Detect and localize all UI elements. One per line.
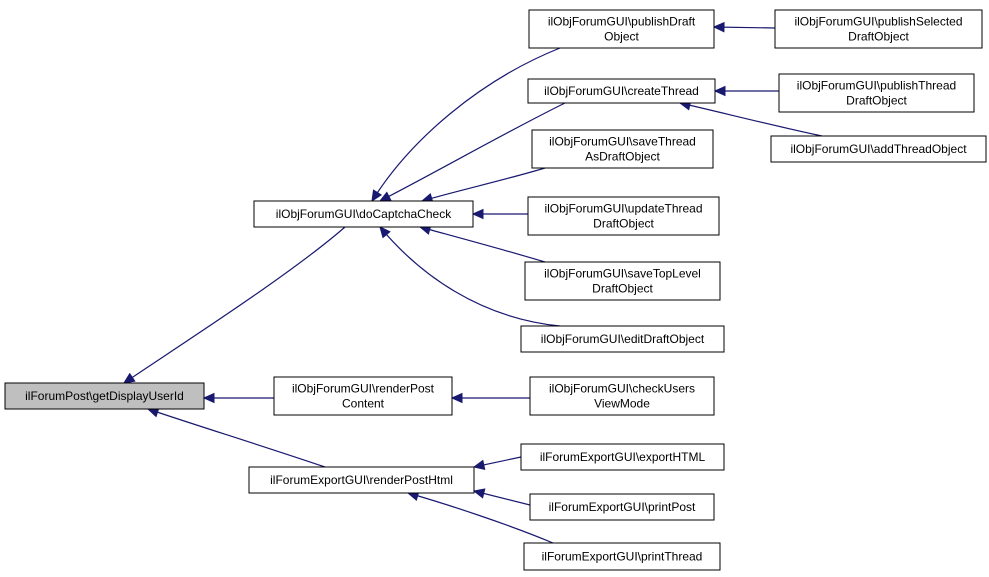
- node-label: ilObjForumGUI\updateThread: [544, 202, 702, 216]
- node-label: Content: [342, 397, 385, 411]
- edge-checkUsersViewMode-to-renderPostContent: [450, 392, 530, 404]
- node-box: [273, 376, 453, 416]
- edge-arrowhead: [379, 226, 391, 239]
- node-box: [524, 261, 721, 301]
- edge-line: [421, 167, 546, 202]
- edge-publishSelectedDraftObject-to-publishDraftObject: [712, 21, 776, 33]
- edge-saveTopLevelDraftObject-to-doCaptchaCheck: [418, 224, 546, 263]
- edge-line: [419, 226, 546, 263]
- node-createThread[interactable]: ilObjForumGUI\createThread: [527, 78, 716, 104]
- node-label: ilForumPost\getDisplayUserId: [25, 389, 184, 403]
- node-box: [774, 9, 983, 49]
- node-box: [529, 493, 715, 521]
- edge-line: [147, 408, 326, 468]
- edge-line: [371, 47, 561, 202]
- node-label: ilObjForumGUI\createThread: [544, 84, 699, 98]
- edge-arrowhead: [371, 189, 383, 203]
- node-label: ilObjForumGUI\renderPost: [292, 382, 435, 396]
- edge-doCaptchaCheck-to-root: [122, 226, 346, 384]
- node-box: [253, 200, 474, 228]
- edge-line: [407, 492, 554, 544]
- node-box: [527, 78, 716, 104]
- node-root[interactable]: ilForumPost\getDisplayUserId: [4, 382, 205, 410]
- node-box: [520, 443, 725, 471]
- node-label: ilObjForumGUI\saveThread: [549, 135, 696, 149]
- node-label: ilObjForumGUI\publishThread: [797, 79, 956, 93]
- edge-arrowhead: [450, 392, 463, 404]
- edge-arrowhead: [122, 372, 136, 384]
- node-label: ilObjForumGUI\doCaptchaCheck: [276, 207, 452, 221]
- edge-renderPostContent-to-root: [202, 392, 274, 404]
- node-box: [531, 129, 714, 169]
- node-box: [523, 542, 721, 571]
- edges-layer: [122, 21, 823, 544]
- node-box: [529, 376, 715, 416]
- edge-line: [123, 226, 346, 384]
- node-label: ilObjForumGUI\saveTopLevel: [544, 267, 701, 281]
- edge-editDraftObject-to-doCaptchaCheck: [379, 226, 561, 327]
- node-renderPostHtml[interactable]: ilForumExportGUI\renderPostHtml: [248, 466, 475, 494]
- node-label: DraftObject: [593, 217, 654, 231]
- node-doCaptchaCheck[interactable]: ilObjForumGUI\doCaptchaCheck: [253, 200, 474, 228]
- edge-line: [379, 226, 561, 327]
- edge-printPost-to-renderPostHtml: [472, 488, 531, 506]
- node-editDraftObject[interactable]: ilObjForumGUI\editDraftObject: [520, 325, 725, 353]
- node-label: ilForumExportGUI\printThread: [542, 550, 703, 564]
- node-exportHTML[interactable]: ilForumExportGUI\exportHTML: [520, 443, 725, 471]
- edge-line: [679, 102, 823, 137]
- edge-arrowhead: [712, 21, 725, 33]
- edge-arrowhead: [202, 392, 215, 404]
- node-box: [520, 325, 725, 353]
- node-label: ilObjForumGUI\addThreadObject: [790, 142, 967, 156]
- node-label: ilForumExportGUI\printPost: [549, 500, 696, 514]
- node-label: ilObjForumGUI\editDraftObject: [541, 332, 705, 346]
- node-label: DraftObject: [592, 282, 653, 296]
- node-box: [248, 466, 475, 494]
- node-label: DraftObject: [848, 30, 909, 44]
- node-box: [527, 196, 720, 236]
- edge-arrowhead: [378, 191, 392, 202]
- edge-arrowhead: [471, 208, 484, 220]
- node-addThreadObject[interactable]: ilObjForumGUI\addThreadObject: [770, 135, 987, 163]
- node-printPost[interactable]: ilForumExportGUI\printPost: [529, 493, 715, 521]
- node-box: [4, 382, 205, 410]
- edge-saveThreadAsDraftObject-to-doCaptchaCheck: [420, 167, 546, 204]
- edge-arrowhead: [472, 488, 486, 499]
- node-label: ViewMode: [594, 397, 650, 411]
- edge-updateThreadDraftObject-to-doCaptchaCheck: [471, 208, 528, 220]
- node-label: ilForumExportGUI\exportHTML: [540, 450, 706, 464]
- edge-exportHTML-to-renderPostHtml: [472, 456, 522, 470]
- node-box: [770, 135, 987, 163]
- node-box: [778, 73, 975, 113]
- nodes-layer: ilForumPost\getDisplayUserId ilObjForumGU…: [4, 9, 987, 571]
- node-printThread[interactable]: ilForumExportGUI\printThread: [523, 542, 721, 571]
- edge-publishDraftObject-to-doCaptchaCheck: [371, 47, 561, 203]
- edge-publishThreadDraftObject-to-createThread: [713, 85, 779, 97]
- edge-arrowhead: [713, 85, 726, 97]
- node-label: Object: [604, 30, 639, 44]
- edge-arrowhead: [472, 459, 486, 470]
- node-label: ilObjForumGUI\publishDraft: [548, 15, 696, 29]
- node-label: ilForumExportGUI\renderPostHtml: [270, 473, 453, 487]
- node-label: AsDraftObject: [585, 150, 660, 164]
- node-box: [528, 9, 715, 49]
- node-label: DraftObject: [846, 94, 907, 108]
- edge-line: [379, 102, 566, 202]
- node-label: ilObjForumGUI\publishSelected: [794, 15, 962, 29]
- node-label: ilObjForumGUI\checkUsers: [549, 382, 695, 396]
- edge-renderPostHtml-to-root: [146, 407, 326, 468]
